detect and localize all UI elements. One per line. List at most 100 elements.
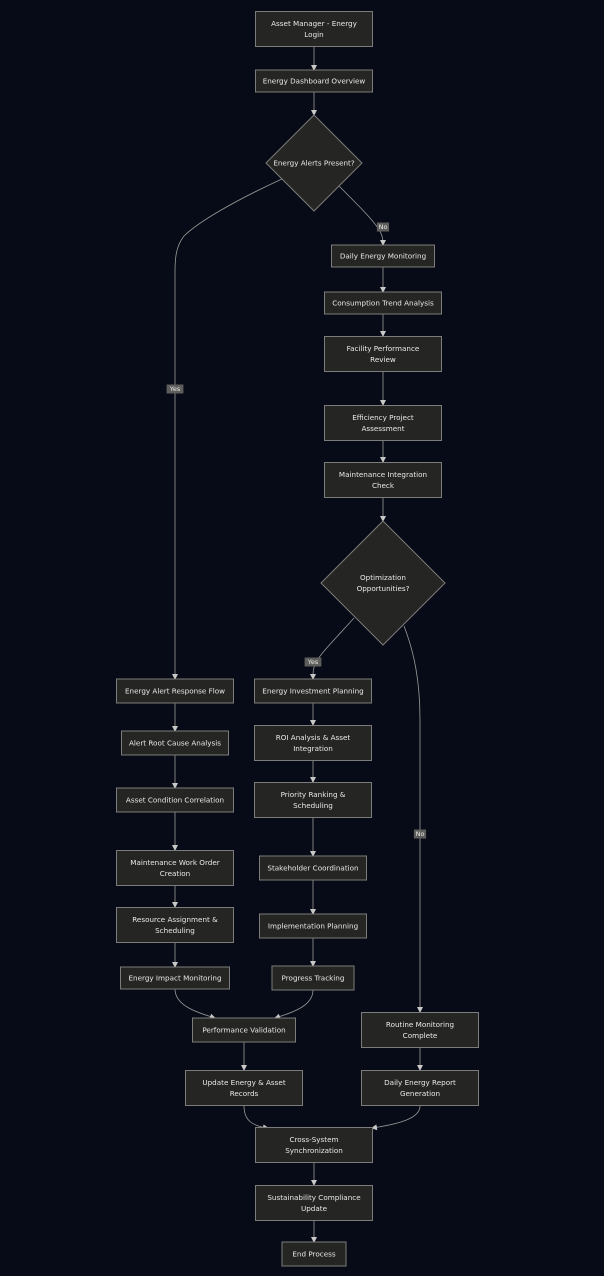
node-consumption-trend: Consumption Trend Analysis <box>324 291 442 315</box>
process-box <box>255 11 373 47</box>
edge-label-optimization-no: No <box>413 829 427 839</box>
decision-diamond <box>265 114 363 212</box>
node-alerts-decision: Energy Alerts Present? <box>265 114 363 212</box>
process-box <box>324 291 442 315</box>
edge-label-background <box>413 829 427 839</box>
node-label: Asset Condition Correlation <box>126 796 224 805</box>
node-label: Maintenance Work Order <box>130 858 220 867</box>
node-performance-validation: Performance Validation <box>192 1017 296 1043</box>
edge-progress-validation <box>274 989 314 1020</box>
node-label: Optimization <box>360 573 406 582</box>
process-box <box>255 1185 373 1221</box>
process-box <box>255 1127 373 1163</box>
process-box <box>116 850 234 886</box>
node-resource-assignment: Resource Assignment & Scheduling <box>116 907 234 943</box>
edge-alerts-no <box>338 185 386 246</box>
process-box <box>259 855 367 881</box>
edge-report-sync <box>371 1105 421 1131</box>
edge-alerts-yes <box>172 178 283 680</box>
process-box <box>361 1070 479 1106</box>
node-label: Priority Ranking & <box>281 790 346 799</box>
node-label: Scheduling <box>293 801 333 810</box>
process-box <box>331 244 435 268</box>
node-label: Complete <box>403 1031 438 1040</box>
node-label: Efficiency Project <box>352 413 414 422</box>
edge-optimization-no <box>403 625 423 1013</box>
edge-label-background <box>166 384 184 394</box>
node-label: Creation <box>160 869 190 878</box>
node-label: Update Energy & Asset <box>202 1078 285 1087</box>
node-label: Cross-System <box>289 1135 338 1144</box>
decision-diamond <box>320 520 446 646</box>
edge-label-alerts-no: No <box>376 222 390 232</box>
node-label: Energy Alerts Present? <box>273 159 355 168</box>
node-label: Resource Assignment & <box>132 915 218 924</box>
process-box <box>254 678 372 704</box>
edge-label-background <box>304 657 322 667</box>
edges <box>172 47 423 1243</box>
edge-label-text: No <box>379 223 388 231</box>
process-box <box>324 462 442 498</box>
edge-label-background <box>376 222 390 232</box>
edge-label-optimization-yes: Yes <box>304 657 322 667</box>
process-box <box>255 69 373 93</box>
process-box <box>361 1012 479 1048</box>
node-progress: Progress Tracking <box>271 965 355 991</box>
node-label: Integration <box>293 744 333 753</box>
edge-optimization-yes <box>310 617 355 680</box>
node-end: End Process <box>281 1241 347 1267</box>
node-label: Asset Manager - Energy <box>271 19 358 28</box>
process-box <box>121 730 229 756</box>
edge-label-alerts-yes: Yes <box>166 384 184 394</box>
node-root-cause: Alert Root Cause Analysis <box>121 730 229 756</box>
node-label: Scheduling <box>155 926 195 935</box>
edge-label-text: Yes <box>307 658 319 666</box>
node-priority-ranking: Priority Ranking & Scheduling <box>254 782 372 818</box>
process-box <box>259 913 367 939</box>
node-label: Maintenance Integration <box>339 470 427 479</box>
node-daily-monitoring: Daily Energy Monitoring <box>331 244 435 268</box>
process-box <box>281 1241 347 1267</box>
node-stakeholder: Stakeholder Coordination <box>259 855 367 881</box>
node-implementation: Implementation Planning <box>259 913 367 939</box>
node-label: Daily Energy Monitoring <box>340 252 426 261</box>
node-label: Stakeholder Coordination <box>267 864 358 873</box>
node-label: Check <box>372 481 395 490</box>
node-label: Synchronization <box>285 1146 343 1155</box>
process-box <box>271 965 355 991</box>
process-box <box>116 907 234 943</box>
node-label: Implementation Planning <box>268 922 358 931</box>
node-label: Records <box>230 1089 259 1098</box>
node-label: Routine Monitoring <box>386 1020 454 1029</box>
process-box <box>116 787 234 813</box>
process-box <box>254 725 372 761</box>
node-label: Sustainability Compliance <box>267 1193 361 1202</box>
node-label: Energy Dashboard Overview <box>263 77 366 86</box>
process-box <box>116 678 234 704</box>
node-label: Daily Energy Report <box>384 1078 456 1087</box>
node-label: Progress Tracking <box>282 974 345 983</box>
node-label: Opportunities? <box>357 584 410 593</box>
process-box <box>324 336 442 372</box>
edge-impact-validation <box>174 988 216 1020</box>
node-alert-response: Energy Alert Response Flow <box>116 678 234 704</box>
node-dashboard: Energy Dashboard Overview <box>255 69 373 93</box>
edge-update-sync <box>243 1105 269 1131</box>
process-box <box>185 1070 303 1106</box>
node-label: Facility Performance <box>347 344 420 353</box>
node-investment-planning: Energy Investment Planning <box>254 678 372 704</box>
process-box <box>192 1017 296 1043</box>
